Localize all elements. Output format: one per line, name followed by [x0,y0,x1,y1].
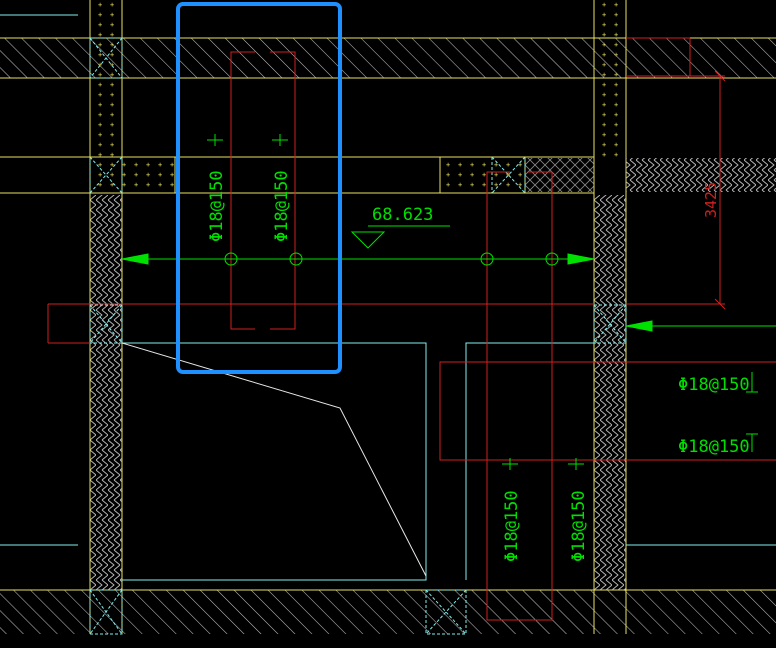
dimension-text: 3425 [702,182,720,218]
slope-lines [121,342,427,577]
rebar-label-right-upper: Φ18@150 [678,375,750,395]
rebar-label-bottom-left: Φ18@150 [502,490,522,562]
rebar-label-top-right: Φ18@150 [272,170,292,242]
elevation-text: 68.623 [372,205,433,225]
rebar-label-right-lower: Φ18@150 [678,437,750,457]
bottom-slab [0,589,776,634]
selection-box[interactable] [176,2,342,374]
middle-beam [0,156,776,194]
rebar-tick-marks [207,134,758,470]
top-slab [0,37,776,79]
right-column [593,0,627,634]
red-stirrups [47,37,776,621]
left-column [89,0,123,635]
green-dimension-line [121,252,776,332]
elevation-marker: 68.623 [350,205,450,249]
cyan-outlines [0,14,776,635]
rebar-label-bottom-right: Φ18@150 [569,490,589,562]
rebar-label-top-left: Φ18@150 [207,170,227,242]
